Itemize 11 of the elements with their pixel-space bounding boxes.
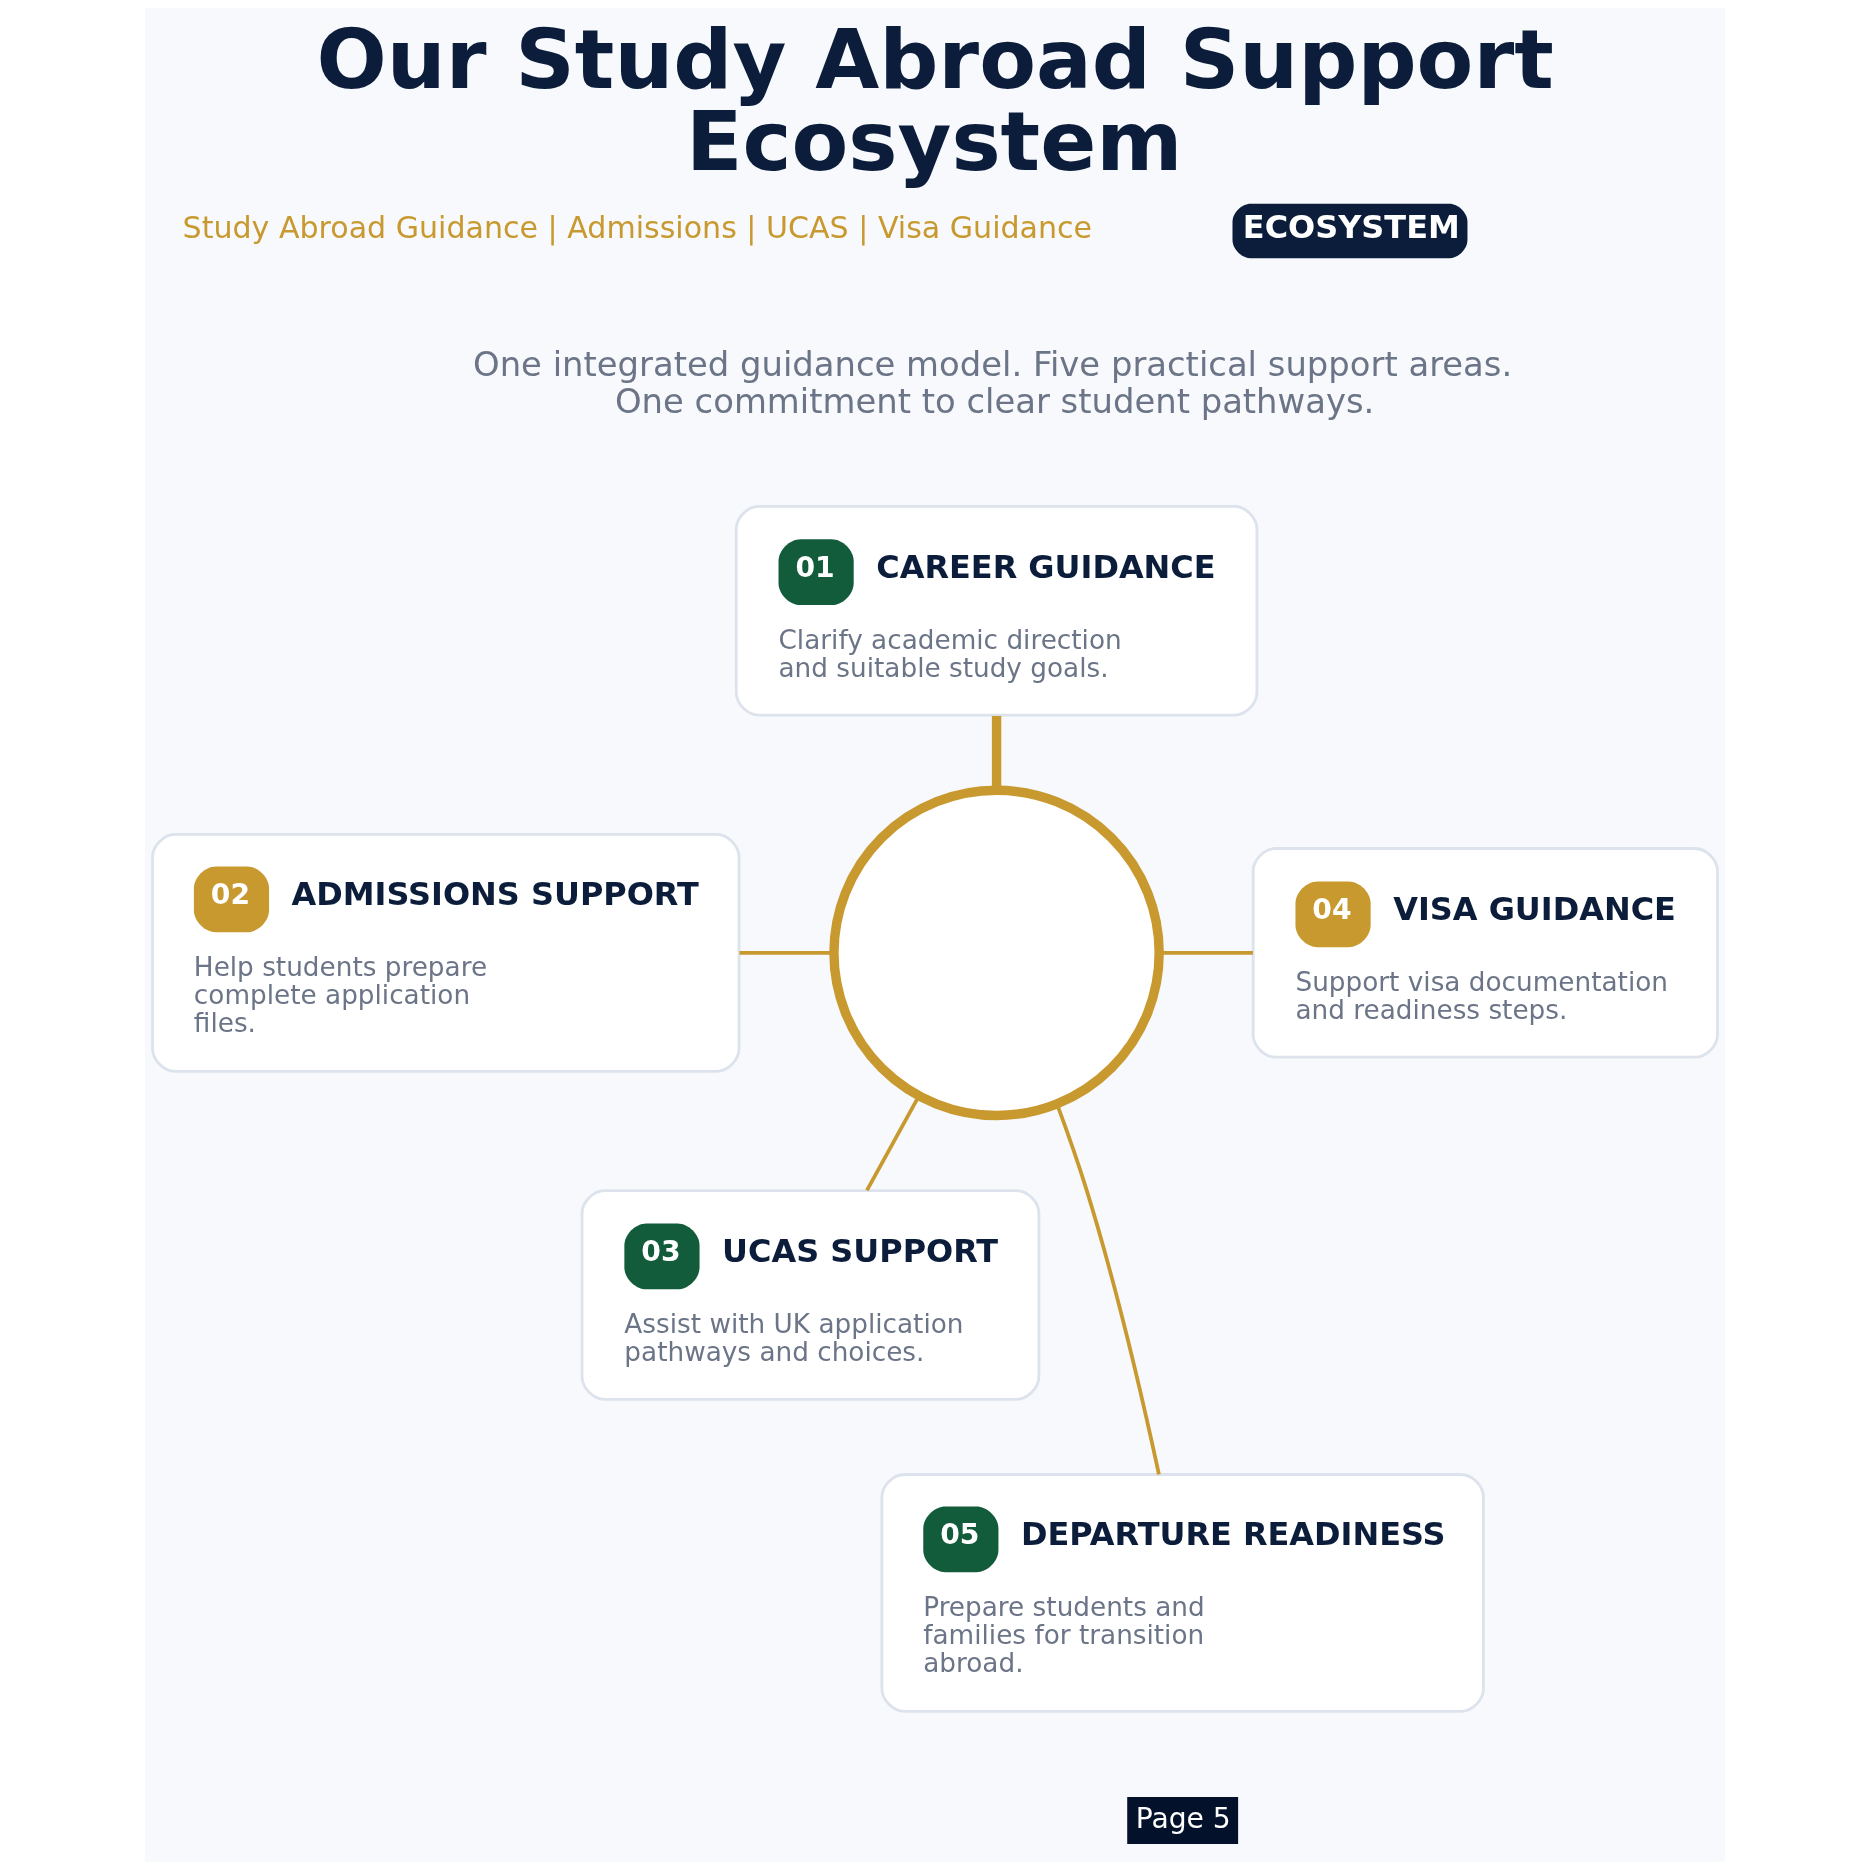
diagram-title: Our Study Abroad Support Ecosystem: [316, 10, 1554, 191]
node-box: 03 UCAS SUPPORT Assist with UK application pathways and choices.: [580, 1189, 1041, 1401]
node-box: 05 DEPARTURE READINESS Prepare students and families for transition abroad.: [880, 1473, 1485, 1713]
node-box: 01 CAREER GUIDANCE Clarify academic direction and suitable study goals.: [734, 505, 1259, 717]
node-circle: [829, 785, 1164, 1121]
label: One integrated guidance model. Five practical support areas. One commitment to clear student pathways.: [473, 344, 1513, 422]
label: Study Abroad Guidance | Admissions | UCAS | Visa Guidance: [182, 210, 1093, 246]
node-box: 04 VISA GUIDANCE Support visa documentation and readiness steps.: [1251, 847, 1719, 1059]
label: ECOSYSTEM: [1242, 207, 1460, 246]
node-box: 02 ADMISSIONS SUPPORT Help students prepare complete application files.: [151, 833, 741, 1073]
label: Page 5: [1135, 1801, 1231, 1835]
